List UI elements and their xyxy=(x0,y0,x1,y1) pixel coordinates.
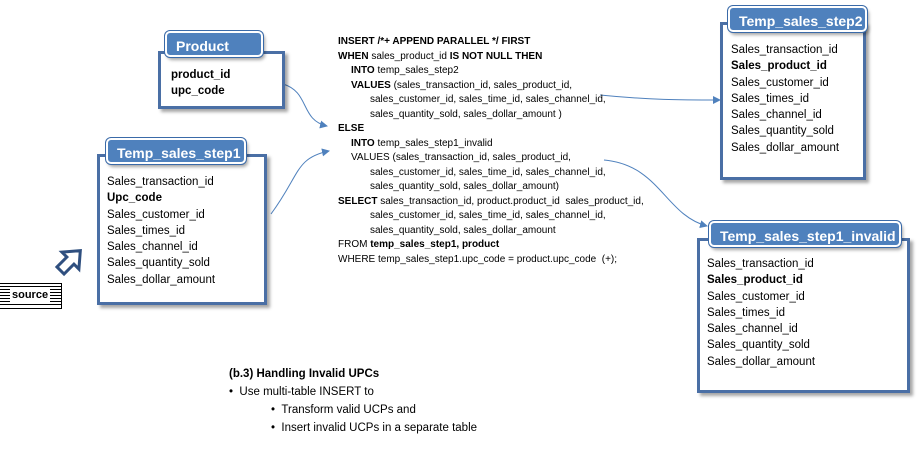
field: Sales_channel_id xyxy=(731,109,822,122)
field: Sales_transaction_id xyxy=(707,258,814,270)
sql-line: VALUES (sales_transaction_id, sales_prod… xyxy=(351,152,571,163)
connector-product-to-sql xyxy=(282,83,328,129)
field: upc_code xyxy=(171,85,225,98)
connector-sql-to-invalid xyxy=(603,159,708,229)
source-arrow-icon xyxy=(54,249,82,277)
product-table-fields: product_id upc_code xyxy=(171,67,230,100)
caption-bullet: • Insert invalid UCPs in a separate tabl… xyxy=(271,422,478,434)
field: Sales_times_id xyxy=(731,92,809,105)
sql-line: sales_customer_id, sales_time_id, sales_… xyxy=(370,94,606,105)
sql-line: sales_customer_id, sales_time_id, sales_… xyxy=(370,210,606,221)
sql-line: ELSE xyxy=(338,123,365,134)
source-label: source xyxy=(10,288,51,302)
field: Sales_quantity_sold xyxy=(707,339,810,352)
field: Sales_times_id xyxy=(107,224,185,237)
field: Sales_product_id xyxy=(731,60,827,73)
field: product_id xyxy=(171,69,231,81)
sql-line: INSERT /*+ APPEND PARALLEL */ FIRST xyxy=(338,36,531,47)
sql-line: INTO temp_sales_step2 xyxy=(351,65,459,76)
caption-title: (b.3) Handling Invalid UPCs xyxy=(229,368,380,380)
temp-sales-step1-invalid-table xyxy=(697,238,910,393)
field: Sales_dollar_amount xyxy=(707,355,816,368)
temp-sales-step1-invalid-title: Temp_sales_step1_invalid xyxy=(709,221,901,247)
sql-line: WHEN sales_product_id IS NOT NULL THEN xyxy=(338,50,543,62)
field: Sales_quantity_sold xyxy=(107,257,210,270)
field: Sales_dollar_amount xyxy=(731,141,840,154)
sql-line: sales_quantity_sold, sales_dollar_amount… xyxy=(370,181,560,192)
sql-line: FROM temp_sales_step1, product xyxy=(338,239,500,250)
caption: (b.3) Handling Invalid UPCs • Use multi-… xyxy=(229,365,477,437)
field: Sales_dollar_amount xyxy=(107,273,216,286)
product-table-title: Product xyxy=(165,31,263,57)
source-stack: source xyxy=(0,283,62,309)
connector-sql-to-step2 xyxy=(599,94,721,104)
temp-sales-step1-fields: Sales_transaction_id Upc_code Sales_cust… xyxy=(107,174,215,288)
temp-sales-step1-invalid-fields: Sales_transaction_id Sales_product_id Sa… xyxy=(707,256,815,370)
sql-line: WHERE temp_sales_step1.upc_code = produc… xyxy=(338,253,618,265)
field: Sales_transaction_id xyxy=(731,44,838,56)
temp-sales-step2-title: Temp_sales_step2 xyxy=(728,6,867,32)
field: Sales_channel_id xyxy=(707,323,798,336)
field: Sales_times_id xyxy=(707,306,785,319)
temp-sales-step1-title: Temp_sales_step1 xyxy=(106,138,246,164)
field: Sales_customer_id xyxy=(707,290,805,303)
sql-line: sales_quantity_sold, sales_dollar_amount… xyxy=(370,108,562,120)
sql-line: VALUES (sales_transaction_id, sales_prod… xyxy=(351,79,573,91)
sql-line: sales_quantity_sold, sales_dollar_amount xyxy=(370,224,556,236)
connector-step1-to-sql xyxy=(270,148,330,215)
caption-bullet: • Use multi-table INSERT to xyxy=(229,386,374,398)
field: Sales_product_id xyxy=(707,274,803,287)
field: Upc_code xyxy=(107,192,162,205)
sql-line: INTO temp_sales_step1_invalid xyxy=(351,137,493,149)
temp-sales-step2-fields: Sales_transaction_id Sales_product_id Sa… xyxy=(731,42,839,156)
field: Sales_customer_id xyxy=(731,76,829,89)
temp-sales-step2-table xyxy=(720,22,866,180)
field: Sales_channel_id xyxy=(107,241,198,254)
sql-line: SELECT sales_transaction_id, product.pro… xyxy=(338,195,644,207)
caption-bullet: • Transform valid UCPs and xyxy=(271,404,416,416)
sql-statement: INSERT /*+ APPEND PARALLEL */ FIRST WHEN… xyxy=(338,35,644,267)
field: Sales_customer_id xyxy=(107,208,205,221)
field: Sales_transaction_id xyxy=(107,176,214,188)
field: Sales_quantity_sold xyxy=(731,125,834,138)
sql-line: sales_customer_id, sales_time_id, sales_… xyxy=(370,166,606,178)
product-table xyxy=(158,51,285,109)
